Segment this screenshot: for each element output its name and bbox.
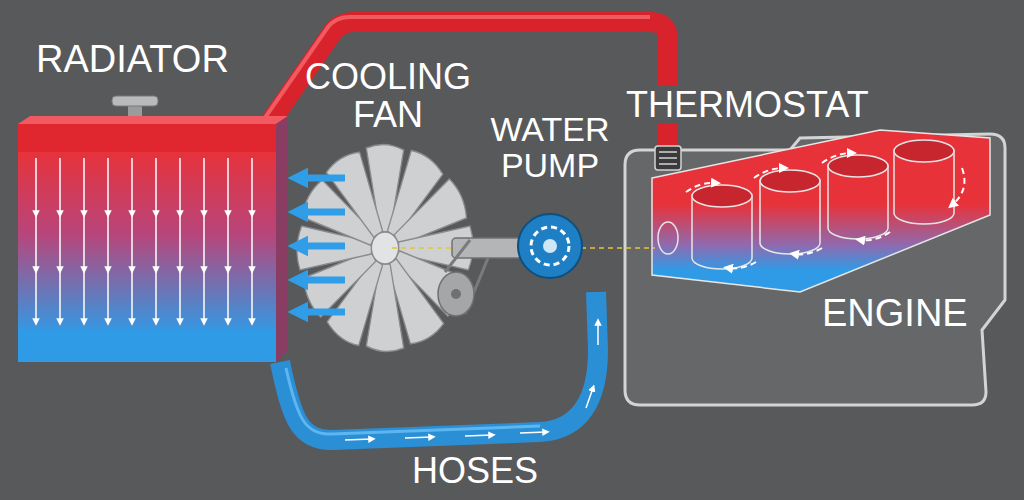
flow-arrow [405, 437, 432, 438]
cylinder-top [692, 185, 752, 207]
airflow-arrow [300, 175, 345, 182]
water-pump-body [518, 214, 582, 278]
fan-blade [325, 147, 395, 245]
flow-line [107, 158, 109, 322]
lower-hose [280, 292, 598, 440]
airflow-arrow [300, 277, 345, 284]
flow-line [155, 158, 157, 322]
flow-line [131, 158, 133, 322]
flow-line [83, 158, 85, 322]
flow-arrow [860, 232, 890, 240]
radiator-top-tank [18, 124, 276, 152]
flow-line [227, 158, 229, 322]
flow-line [35, 158, 37, 322]
part-label: HOSES [395, 452, 555, 490]
part-label: WATER PUMP [470, 112, 630, 183]
part-label: COOLING FAN [288, 58, 488, 134]
flow-arrow [686, 183, 716, 192]
cylinder-top [828, 155, 888, 177]
part-label: ENGINE [822, 294, 968, 334]
flow-line [203, 158, 205, 322]
engine-block [652, 130, 990, 292]
flow-arrow [586, 388, 593, 408]
water-pump-impeller [531, 227, 569, 265]
thermostat-body [655, 146, 681, 170]
flow-arrow [952, 168, 964, 205]
radiator-core [18, 152, 276, 330]
flow-arrow [345, 439, 372, 440]
flow-arrow [597, 322, 599, 345]
cylinder-top [894, 140, 954, 162]
airflow-arrow [300, 309, 345, 316]
airflow-arrow [300, 209, 345, 216]
radiator-top-tank [18, 116, 288, 124]
cylinder-top [760, 170, 820, 192]
part-label: RADIATOR [36, 40, 229, 80]
pulley [438, 272, 474, 316]
flow-line [251, 158, 253, 322]
flow-arrow [728, 262, 756, 268]
flow-line [179, 158, 181, 322]
cylinders [692, 140, 954, 269]
flow-line [59, 158, 61, 322]
flow-arrow [465, 435, 492, 436]
thermostat-coil [659, 152, 677, 164]
radiator-cap [112, 96, 158, 106]
part-label: THERMOSTAT [622, 86, 873, 124]
coolant-flow-arrows [686, 153, 964, 268]
flow-arrow [794, 248, 822, 254]
flow-arrow [754, 168, 784, 178]
radiator-bottom-tank [18, 330, 276, 362]
flow-arrow [822, 153, 852, 163]
water-pump-hub [543, 239, 557, 253]
airflow-arrows [300, 178, 345, 312]
airflow-arrow [300, 243, 345, 250]
flow-arrow [520, 432, 546, 433]
radiator-side [276, 116, 288, 362]
radiator-flow-lines [36, 158, 252, 322]
lower-hose-shine [286, 368, 540, 434]
pulley-hub [451, 289, 461, 299]
engine-port [658, 222, 678, 254]
